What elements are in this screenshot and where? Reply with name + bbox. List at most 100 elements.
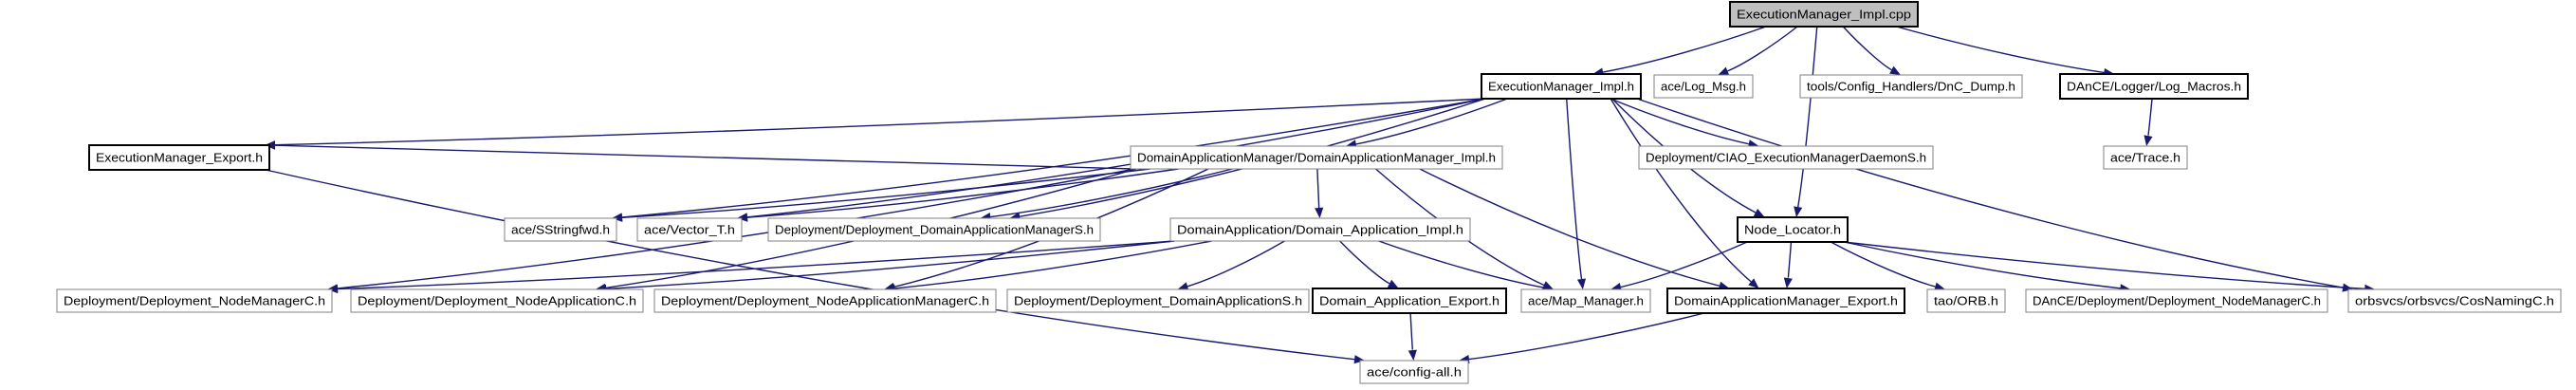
edge-arrowhead	[1177, 282, 1189, 291]
dependency-edge	[621, 168, 1150, 219]
dependency-edge	[1020, 98, 1486, 217]
edge-arrowhead	[1353, 355, 1365, 364]
node-box[interactable]	[1006, 288, 1310, 313]
edge-arrowhead	[737, 213, 748, 222]
edge-arrowhead	[1934, 282, 1946, 291]
node-box[interactable]	[1520, 288, 1651, 313]
graph-node[interactable]: Deployment/Deployment_NodeApplicationMan…	[653, 288, 997, 313]
edge-arrowhead	[2144, 135, 2153, 146]
graph-node[interactable]: Deployment/Deployment_DomainApplicationM…	[767, 217, 1101, 242]
graph-node[interactable]: Node_Locator.h	[1737, 216, 1849, 243]
node-box[interactable]	[2347, 288, 2562, 313]
graph-node[interactable]: Deployment/CIAO_ExecutionManagerDaemonS.…	[1638, 145, 1934, 170]
node-label: Deployment/Deployment_DomainApplicationS…	[1014, 293, 1302, 307]
dependency-edge	[1187, 240, 1285, 288]
dependency-edge	[337, 240, 1175, 290]
node-label: DomainApplicationManager/DomainApplicati…	[1137, 150, 1496, 164]
dependency-edge	[1419, 168, 1720, 287]
node-box[interactable]	[56, 288, 333, 313]
node-label: Node_Locator.h	[1744, 222, 1841, 236]
dependency-edge	[1378, 240, 1544, 288]
graph-node[interactable]: tools/Config_Handlers/DnC_Dump.h	[1799, 74, 2023, 99]
node-box[interactable]	[350, 288, 644, 313]
graph-node[interactable]: ExecutionManager_Export.h	[88, 144, 270, 171]
node-label: DAnCE/Logger/Log_Macros.h	[2067, 79, 2241, 93]
graph-node[interactable]: ace/config-all.h	[1359, 360, 1469, 384]
node-label: DomainApplication/Domain_Application_Imp…	[1177, 222, 1463, 236]
node-label: ace/SStringfwd.h	[511, 222, 610, 236]
node-box[interactable]	[2025, 288, 2328, 313]
node-label: ace/Vector_T.h	[644, 222, 735, 236]
node-box[interactable]	[1130, 145, 1503, 170]
node-box[interactable]	[1312, 288, 1507, 314]
node-box[interactable]	[1737, 216, 1849, 243]
node-label: ExecutionManager_Impl.h	[1488, 79, 1634, 93]
dependency-edge	[1727, 26, 1798, 72]
graph-node[interactable]: Domain_Application_Export.h	[1312, 288, 1507, 314]
graph-node[interactable]: Deployment/Deployment_DomainApplicationS…	[1006, 288, 1310, 313]
edge-arrowhead	[1718, 66, 1730, 76]
node-label: DAnCE/Deployment/Deployment_NodeManagerC…	[2033, 293, 2321, 307]
dependency-edge	[1602, 26, 1767, 73]
dependency-edge	[274, 144, 1135, 170]
node-box[interactable]	[1481, 73, 1642, 100]
dependency-edge	[1610, 98, 1749, 145]
graph-node[interactable]: orbsvcs/orbsvcs/CosNamingC.h	[2347, 288, 2562, 313]
dependency-edge	[1409, 312, 1414, 351]
node-box[interactable]	[2059, 73, 2249, 100]
graph-node[interactable]: DomainApplicationManager_Export.h	[1666, 288, 1905, 314]
graph-node[interactable]: ace/Map_Manager.h	[1520, 288, 1651, 313]
graph-node[interactable]: ace/SStringfwd.h	[504, 217, 617, 242]
node-box[interactable]	[1729, 1, 1919, 28]
node-box[interactable]	[767, 217, 1101, 242]
dependency-edge	[1468, 312, 1704, 361]
node-box[interactable]	[653, 288, 997, 313]
node-layer: ExecutionManager_Impl.cppExecutionManage…	[56, 1, 2562, 384]
dependency-edge	[1355, 98, 1508, 145]
node-box[interactable]	[2103, 145, 2188, 170]
node-box[interactable]	[88, 144, 270, 171]
node-label: Domain_Application_Export.h	[1319, 293, 1500, 307]
edge-layer	[265, 26, 2376, 364]
graph-node[interactable]: DAnCE/Deployment/Deployment_NodeManagerC…	[2025, 288, 2328, 313]
graph-node[interactable]: DomainApplication/Domain_Application_Imp…	[1169, 217, 1471, 242]
node-label: Deployment/Deployment_DomainApplicationM…	[775, 222, 1094, 236]
graph-node[interactable]: ExecutionManager_Impl.cpp	[1729, 1, 1919, 28]
graph-node[interactable]: tao/ORB.h	[1926, 288, 2006, 313]
edge-arrowhead	[1889, 65, 1901, 75]
graph-node[interactable]: Deployment/Deployment_NodeManagerC.h	[56, 288, 333, 313]
edge-arrowhead	[612, 213, 623, 222]
node-label: orbsvcs/orbsvcs/CosNamingC.h	[2355, 293, 2554, 307]
graph-node[interactable]: ExecutionManager_Impl.h	[1481, 73, 1642, 100]
node-box[interactable]	[1799, 74, 2023, 99]
node-label: tao/ORB.h	[1934, 293, 1998, 307]
node-box[interactable]	[636, 217, 743, 242]
graph-node[interactable]: DomainApplicationManager/DomainApplicati…	[1130, 145, 1503, 170]
node-box[interactable]	[504, 217, 617, 242]
node-box[interactable]	[1169, 217, 1471, 242]
dependency-edge	[1830, 241, 1936, 288]
graph-node[interactable]: Deployment/Deployment_NodeApplicationC.h	[350, 288, 644, 313]
edge-arrowhead	[1576, 278, 1587, 289]
edge-arrowhead	[1783, 277, 1793, 288]
dependency-edge	[1843, 241, 2365, 290]
node-label: ace/Log_Msg.h	[1661, 79, 1746, 93]
graph-node[interactable]: ace/Vector_T.h	[636, 217, 743, 242]
node-box[interactable]	[1638, 145, 1934, 170]
edge-arrowhead	[1794, 206, 1803, 217]
node-label: DomainApplicationManager_Export.h	[1674, 293, 1898, 307]
node-box[interactable]	[1359, 360, 1469, 384]
node-box[interactable]	[1653, 74, 1754, 99]
edge-arrowhead	[1753, 208, 1765, 217]
dependency-edge	[746, 98, 1486, 218]
node-box[interactable]	[1926, 288, 2006, 313]
dependency-edge	[1787, 241, 1793, 279]
node-label: tools/Config_Handlers/DnC_Dump.h	[1807, 79, 2015, 93]
graph-node[interactable]: ace/Log_Msg.h	[1653, 74, 1754, 99]
graph-node[interactable]: ace/Trace.h	[2103, 145, 2188, 170]
graph-node[interactable]: DAnCE/Logger/Log_Macros.h	[2059, 73, 2249, 100]
node-box[interactable]	[1666, 288, 1905, 314]
edge-arrowhead	[1315, 207, 1324, 218]
